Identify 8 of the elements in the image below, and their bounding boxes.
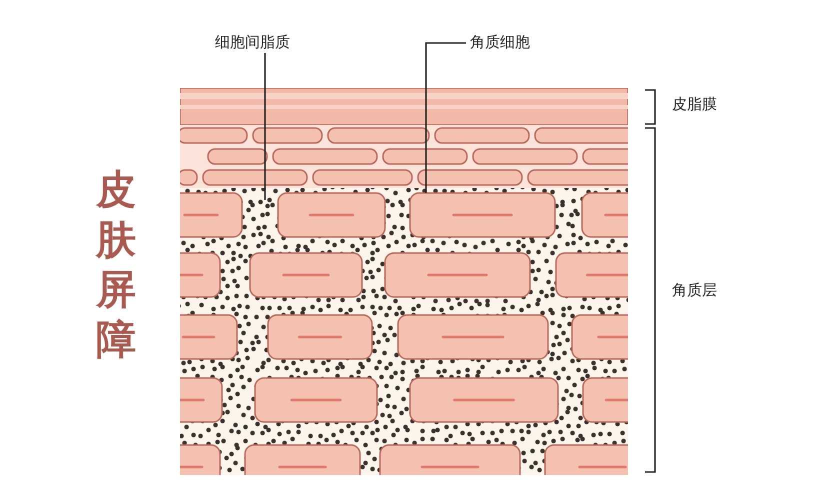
callout-label: 角质细胞 — [470, 33, 530, 51]
corneocyte-cell — [409, 192, 556, 238]
title: 皮肤屏障 — [95, 166, 137, 365]
leader-line — [264, 52, 266, 200]
leader-line — [425, 42, 466, 193]
layer-label: 角质层 — [672, 281, 717, 299]
layer-label: 皮脂膜 — [672, 95, 717, 113]
callout-label: 细胞间脂质 — [215, 33, 290, 51]
